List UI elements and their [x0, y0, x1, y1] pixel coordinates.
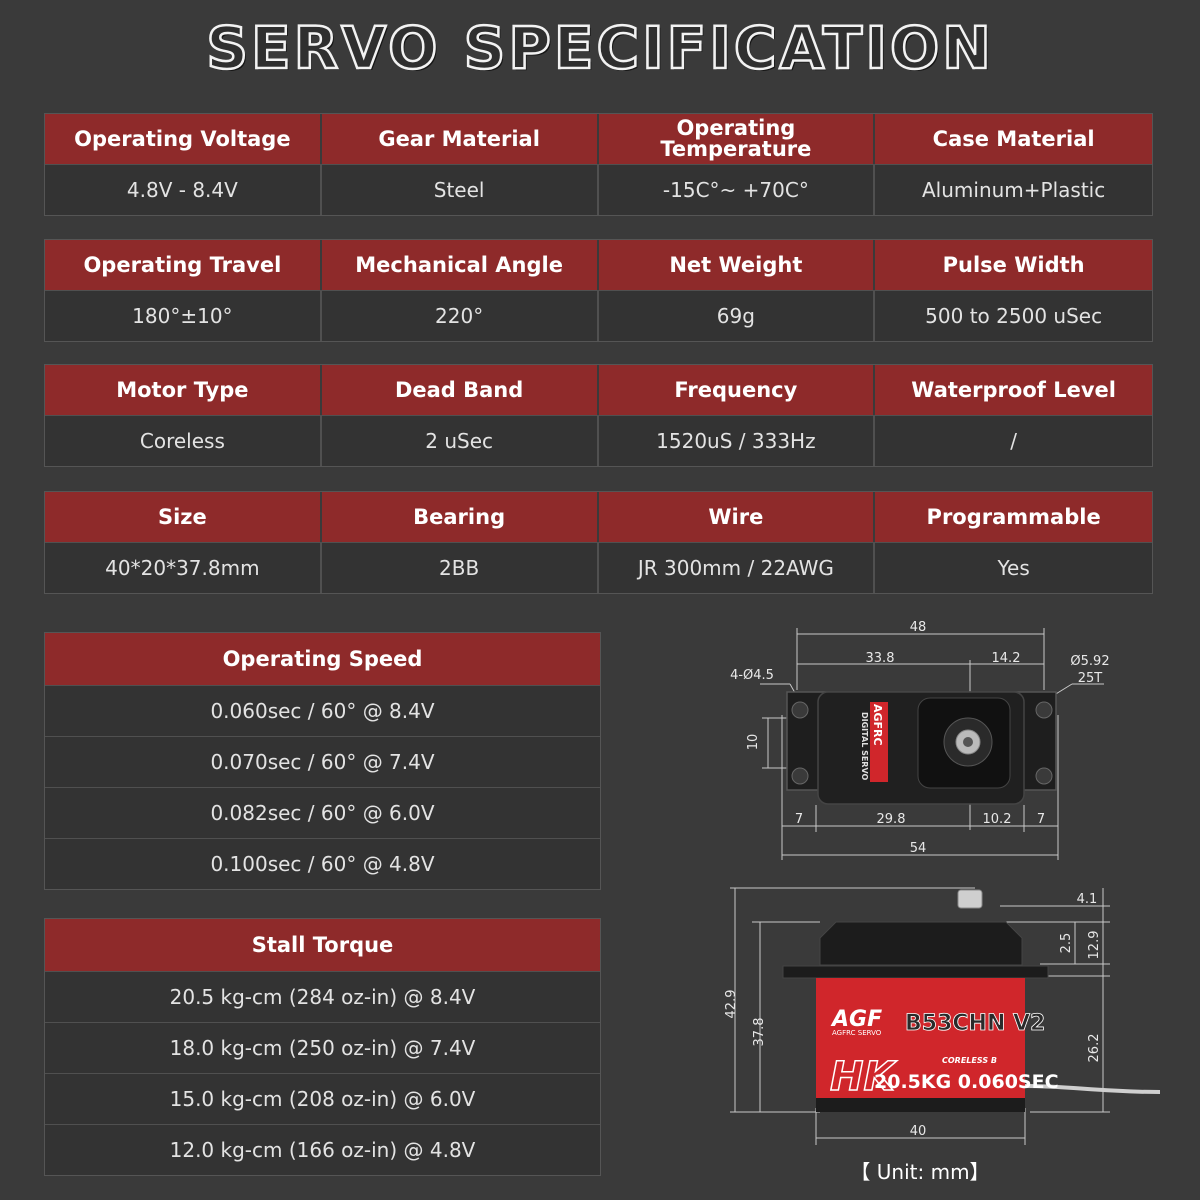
spec-header: Programmable	[875, 492, 1152, 542]
dim-10: 10	[746, 734, 761, 751]
stall-torque-row: 18.0 kg-cm (250 oz-in) @ 7.4V	[45, 1022, 600, 1073]
operating-speed-header: Operating Speed	[45, 633, 600, 685]
spec-value: 500 to 2500 uSec	[875, 290, 1152, 341]
side-logo: AGF	[830, 1007, 882, 1032]
dim-14-2: 14.2	[992, 651, 1021, 666]
spec-header: Mechanical Angle	[321, 240, 599, 290]
spec-value: 2BB	[321, 542, 599, 593]
spec-value: Aluminum+Plastic	[875, 164, 1152, 215]
spec-table-3: Motor Type Dead Band Frequency Waterproo…	[44, 364, 1153, 467]
servo-dimension-drawing: DIGITAL SERVO AGFRC 48 33.8 14.2 4-Ø4.5 …	[724, 620, 1161, 1145]
spec-header: Net Weight	[598, 240, 876, 290]
page-title: SERVO SPECIFICATION	[205, 13, 994, 84]
operating-speed-row: 0.060sec / 60° @ 8.4V	[45, 685, 600, 736]
spec-value: 180°±10°	[45, 290, 322, 341]
spec-header: Bearing	[321, 492, 599, 542]
dim-54: 54	[910, 841, 927, 856]
spec-value: /	[875, 415, 1152, 466]
dim-29-8: 29.8	[877, 812, 906, 827]
dim-4-1: 4.1	[1077, 892, 1098, 907]
dim-spline-diameter: Ø5.92	[1070, 654, 1109, 669]
dim-37-8: 37.8	[752, 1018, 767, 1047]
stall-torque-row: 15.0 kg-cm (208 oz-in) @ 6.0V	[45, 1073, 600, 1124]
spec-header: Size	[45, 492, 322, 542]
dim-7-left: 7	[795, 812, 803, 827]
spec-value: Steel	[321, 164, 599, 215]
spec-table-1: Operating Voltage Gear Material Operatin…	[44, 113, 1153, 216]
side-series: HK	[830, 1054, 897, 1100]
servo-top-view: DIGITAL SERVO AGFRC	[786, 691, 1057, 805]
dim-33-8: 33.8	[866, 651, 895, 666]
spec-header: Wire	[598, 492, 876, 542]
operating-speed-row: 0.070sec / 60° @ 7.4V	[45, 736, 600, 787]
side-brand: AGFRC SERVO	[832, 1029, 882, 1037]
spec-value: 220°	[321, 290, 599, 341]
unit-label: 【 Unit: mm】	[850, 1160, 990, 1184]
dim-2-5: 2.5	[1059, 933, 1074, 954]
spec-header: Waterproof Level	[875, 365, 1152, 415]
spec-header: Operating Travel	[45, 240, 322, 290]
side-spec-text: 20.5KG 0.060SEC	[874, 1071, 1059, 1093]
dim-12-9: 12.9	[1087, 931, 1102, 960]
dim-48: 48	[910, 620, 927, 635]
top-case-brand: AGFRC	[871, 704, 884, 746]
spec-header: Operating Temperature	[598, 114, 876, 164]
spec-value: JR 300mm / 22AWG	[598, 542, 876, 593]
side-model: B53CHN V2	[905, 1011, 1045, 1036]
dim-spline-teeth: 25T	[1078, 671, 1103, 686]
spec-value: 2 uSec	[321, 415, 599, 466]
side-coreless: CORELESS B	[942, 1056, 997, 1065]
dim-40: 40	[910, 1124, 927, 1139]
spec-table-4: Size Bearing Wire Programmable 40*20*37.…	[44, 491, 1153, 594]
spec-value: 69g	[598, 290, 876, 341]
dim-7-right: 7	[1037, 812, 1045, 827]
dim-42-9: 42.9	[724, 990, 739, 1019]
spec-header: Gear Material	[321, 114, 599, 164]
top-case-label: DIGITAL SERVO	[860, 712, 869, 781]
stall-torque-row: 12.0 kg-cm (166 oz-in) @ 4.8V	[45, 1124, 600, 1175]
operating-speed-table: Operating Speed 0.060sec / 60° @ 8.4V 0.…	[44, 632, 601, 890]
spec-header: Case Material	[875, 114, 1152, 164]
dim-10-2: 10.2	[983, 812, 1012, 827]
spec-value: 1520uS / 333Hz	[598, 415, 876, 466]
dim-26-2: 26.2	[1087, 1034, 1102, 1063]
spec-value: 4.8V - 8.4V	[45, 164, 322, 215]
spec-header: Motor Type	[45, 365, 322, 415]
spec-value: 40*20*37.8mm	[45, 542, 322, 593]
spec-value: Yes	[875, 542, 1152, 593]
operating-speed-row: 0.082sec / 60° @ 6.0V	[45, 787, 600, 838]
stall-torque-header: Stall Torque	[45, 919, 600, 971]
spec-value: -15C°~ +70C°	[598, 164, 876, 215]
stall-torque-row: 20.5 kg-cm (284 oz-in) @ 8.4V	[45, 971, 600, 1022]
dim-hole-diameter: 4-Ø4.5	[730, 668, 774, 683]
spec-header: Dead Band	[321, 365, 599, 415]
servo-side-view: AGF AGFRC SERVO B53CHN V2 HK CORELESS B …	[782, 889, 1161, 1112]
spec-header: Pulse Width	[875, 240, 1152, 290]
spec-value: Coreless	[45, 415, 322, 466]
operating-speed-row: 0.100sec / 60° @ 4.8V	[45, 838, 600, 889]
spec-header: Operating Voltage	[45, 114, 322, 164]
spec-table-2: Operating Travel Mechanical Angle Net We…	[44, 239, 1153, 342]
stall-torque-table: Stall Torque 20.5 kg-cm (284 oz-in) @ 8.…	[44, 918, 601, 1176]
spec-header: Frequency	[598, 365, 876, 415]
